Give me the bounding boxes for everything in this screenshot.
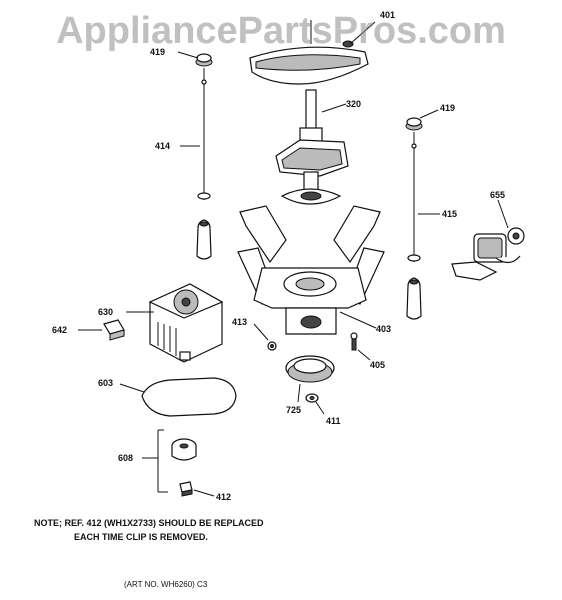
- part-419-left-cap: [177, 51, 213, 67]
- part-403-mounting-plate: [237, 205, 385, 335]
- part-414-left-suspension-rod: [180, 68, 212, 260]
- callout-725: 725: [286, 405, 301, 415]
- part-655-pump: [451, 199, 525, 281]
- part-725-pulley: [285, 355, 335, 403]
- part-630-motor: [126, 283, 224, 363]
- callout-414: 414: [155, 141, 170, 151]
- note-line-2: EACH TIME CLIP IS REMOVED.: [74, 532, 208, 542]
- part-320-drive-shaft: [275, 89, 349, 205]
- part-608-drive-pulley: [142, 429, 197, 493]
- part-415-right-suspension-rod: [406, 132, 440, 320]
- callout-642: 642: [52, 325, 67, 335]
- callout-403: 403: [376, 324, 391, 334]
- callout-603: 603: [98, 378, 113, 388]
- note-line-1: NOTE; REF. 412 (WH1X2733) SHOULD BE REPL…: [34, 518, 264, 528]
- part-642-capacitor: [78, 319, 125, 341]
- callout-412: 412: [216, 492, 231, 502]
- part-401-tub-cover: [249, 20, 376, 85]
- part-419-right-cap: [405, 109, 439, 131]
- part-405-bolt: [350, 332, 371, 361]
- callout-630: 630: [98, 307, 113, 317]
- callout-655: 655: [490, 190, 505, 200]
- callout-411: 411: [326, 416, 341, 426]
- part-411-nut: [305, 393, 325, 415]
- part-603-belt: [119, 377, 237, 417]
- callout-401: 401: [380, 10, 395, 20]
- callout-405: 405: [370, 360, 385, 370]
- part-413-nut: [253, 323, 277, 351]
- callout-415: 415: [442, 209, 457, 219]
- callout-320: 320: [346, 99, 361, 109]
- callout-419-left: 419: [150, 47, 165, 57]
- part-412-clip: [179, 481, 215, 497]
- callout-608: 608: [118, 453, 133, 463]
- art-number: (ART NO. WH6260) C3: [124, 580, 208, 589]
- callout-413: 413: [232, 317, 247, 327]
- callout-419-right: 419: [440, 103, 455, 113]
